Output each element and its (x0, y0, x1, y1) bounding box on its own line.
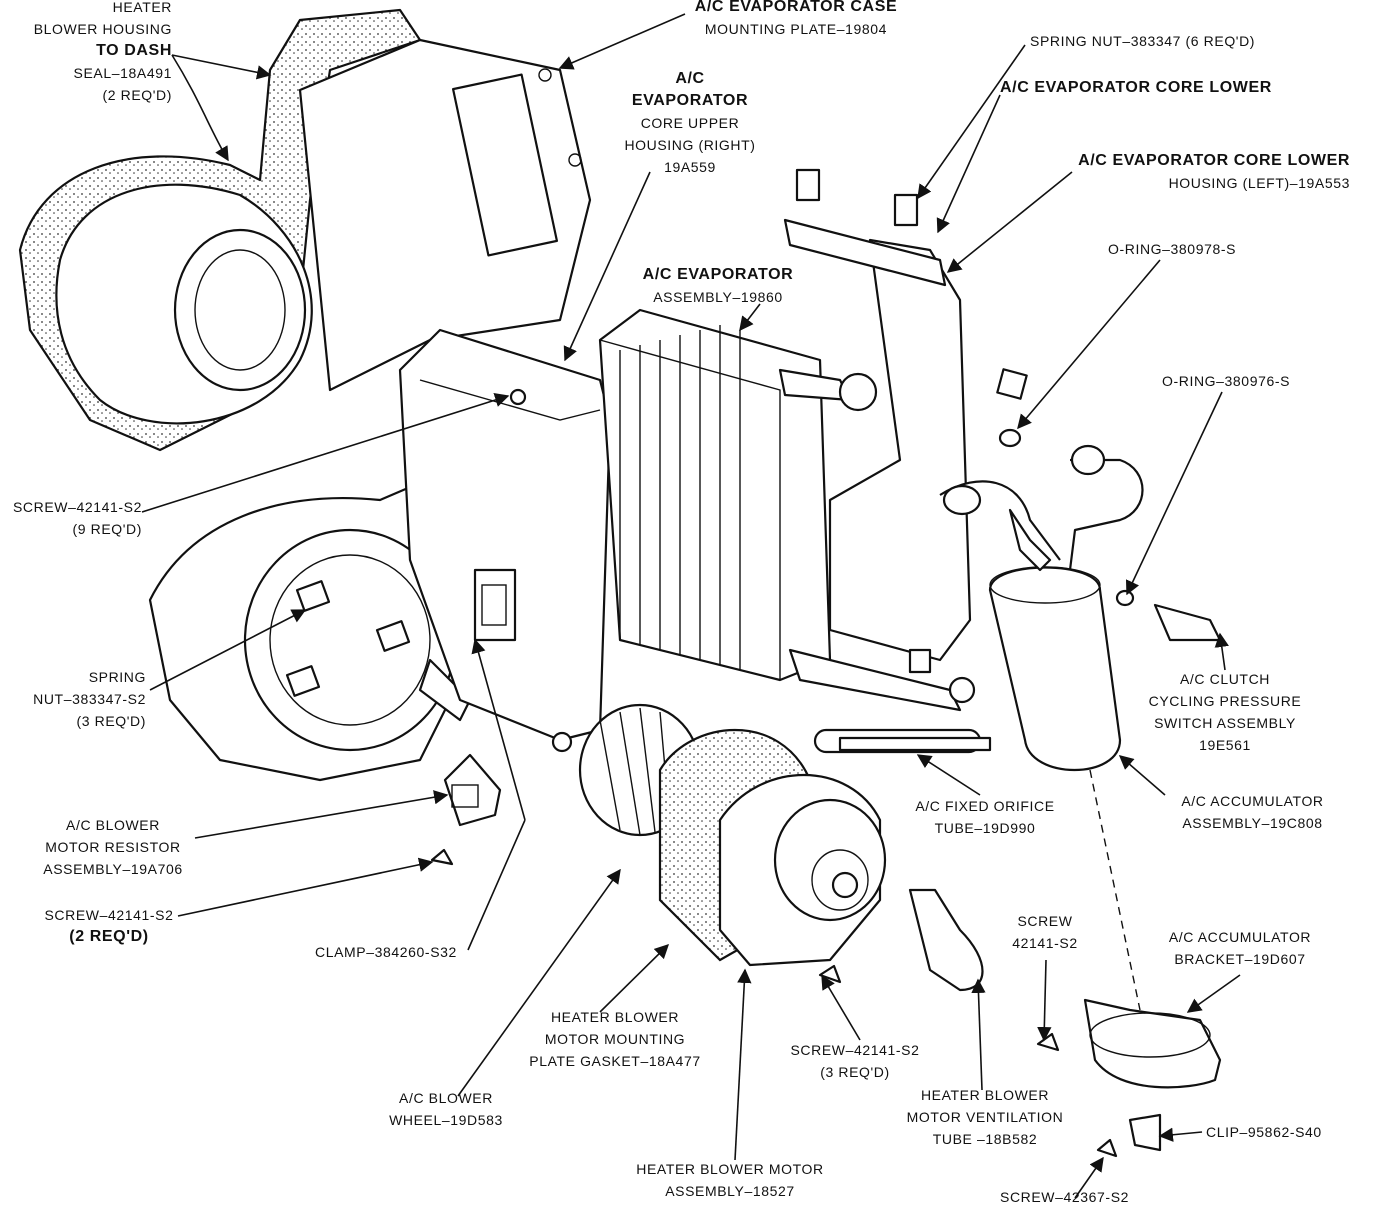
blower-wheel-motor-group (578, 703, 984, 992)
label-line: MOTOR MOUNTING (544, 1031, 686, 1047)
label-line: SCREW–42141-S2 (12, 499, 142, 515)
accumulator-bracket (1083, 998, 1222, 1152)
label-line: A/C EVAPORATOR CORE LOWER (1000, 79, 1272, 96)
label-line: ASSEMBLY–19A706 (43, 861, 183, 877)
label-line: (9 REQ'D) (72, 521, 142, 537)
label-line: CLAMP–384260-S32 (315, 944, 457, 960)
label-line: (2 REQ'D) (69, 928, 149, 945)
label-line: HEATER BLOWER (920, 1087, 1050, 1103)
label-line: ASSEMBLY–19C808 (1182, 815, 1323, 831)
label-line: A/C ACCUMULATOR (1181, 793, 1324, 809)
label-evaporator-assembly: A/C EVAPORATOR ASSEMBLY–19860 (628, 264, 808, 308)
label-line: (3 REQ'D) (76, 713, 146, 729)
label-screw-single: SCREW 42141-S2 (1000, 910, 1090, 954)
label-clamp: CLAMP–384260-S32 (315, 941, 457, 963)
label-line: EVAPORATOR (631, 92, 749, 109)
label-spring-nut-left: SPRING NUT–383347-S2 (3 REQ'D) (0, 666, 146, 732)
label-line: HEATER (112, 0, 172, 15)
label-line: SCREW–42141-S2 (44, 907, 174, 923)
label-oring-380978: O-RING–380978-S (1108, 238, 1236, 260)
fixed-orifice-tube (813, 728, 992, 754)
label-mounting-plate-gasket: HEATER BLOWER MOTOR MOUNTING PLATE GASKE… (515, 1006, 715, 1072)
label-clutch-cycling-switch: A/C CLUTCH CYCLING PRESSURE SWITCH ASSEM… (1140, 668, 1310, 756)
label-line: O-RING–380976-S (1162, 373, 1291, 389)
label-spring-nut-top: SPRING NUT–383347 (6 REQ'D) (1030, 30, 1255, 52)
label-line: CLIP–95862-S40 (1206, 1124, 1322, 1140)
label-accumulator-assembly: A/C ACCUMULATOR ASSEMBLY–19C808 (1160, 790, 1345, 834)
label-line: A/C EVAPORATOR (642, 266, 794, 283)
label-line: ASSEMBLY–18527 (665, 1183, 795, 1199)
label-line: NUT–383347-S2 (33, 691, 146, 707)
label-line: A/C ACCUMULATOR (1168, 929, 1312, 945)
label-line: WHEEL–19D583 (389, 1112, 503, 1128)
label-line: TUBE–19D990 (934, 820, 1036, 836)
label-line: A/C EVAPORATOR CASE (694, 0, 898, 15)
evaporator-lower-housing (783, 168, 1028, 674)
label-line: A/C EVAPORATOR CORE LOWER (1078, 152, 1350, 169)
label-line: PLATE GASKET–18A477 (529, 1053, 701, 1069)
label-blower-motor-resistor: A/C BLOWER MOTOR RESISTOR ASSEMBLY–19A70… (30, 814, 196, 880)
label-line: SCREW–42141-S2 (790, 1042, 920, 1058)
label-core-lower-housing: A/C EVAPORATOR CORE LOWER HOUSING (LEFT)… (1040, 150, 1350, 194)
label-line: A/C FIXED ORIFICE (915, 798, 1055, 814)
label-line: MOTOR RESISTOR (45, 839, 181, 855)
label-line: SCREW–42367-S2 (1000, 1189, 1130, 1205)
label-line: TUBE –18B582 (932, 1131, 1038, 1147)
label-line: 19E561 (1199, 737, 1251, 753)
label-screw-9: SCREW–42141-S2 (9 REQ'D) (0, 496, 142, 540)
heater-blower-housing-upper (18, 8, 592, 452)
label-line: ASSEMBLY–19860 (653, 289, 783, 305)
leader-lines (141, 13, 1241, 1199)
label-evaporator-case-plate: A/C EVAPORATOR CASE MOUNTING PLATE–19804 (680, 0, 912, 40)
label-line: (3 REQ'D) (820, 1064, 890, 1080)
label-line: CYCLING PRESSURE (1148, 693, 1302, 709)
label-line: A/C BLOWER (66, 817, 160, 833)
evaporator-core-assembly (598, 308, 976, 712)
label-line: SPRING NUT–383347 (6 REQ'D) (1030, 33, 1256, 49)
label-line: HEATER BLOWER MOTOR (636, 1161, 824, 1177)
label-line: BRACKET–19D607 (1174, 951, 1306, 967)
label-evaporator-upper-housing: A/C EVAPORATOR CORE UPPER HOUSING (RIGHT… (605, 68, 775, 178)
label-line: TO DASH (96, 42, 172, 59)
label-screw-bottom: SCREW–42367-S2 (1000, 1186, 1129, 1208)
label-screw-2: SCREW–42141-S2 (2 REQ'D) (20, 904, 198, 948)
label-ventilation-tube: HEATER BLOWER MOTOR VENTILATION TUBE –18… (885, 1084, 1085, 1150)
label-line: O-RING–380978-S (1108, 241, 1237, 257)
label-line: 19A559 (664, 159, 716, 175)
label-line: A/C (675, 70, 705, 87)
label-line: SWITCH ASSEMBLY (1154, 715, 1296, 731)
label-blower-motor-assembly: HEATER BLOWER MOTOR ASSEMBLY–18527 (615, 1158, 845, 1202)
label-accumulator-bracket: A/C ACCUMULATOR BRACKET–19D607 (1150, 926, 1330, 970)
label-line: A/C CLUTCH (1179, 671, 1270, 687)
label-line: 42141-S2 (1012, 935, 1078, 951)
accumulator-assembly (939, 428, 1222, 1011)
label-line: A/C BLOWER (399, 1090, 493, 1106)
label-line: SEAL–18A491 (73, 65, 172, 81)
label-line: BLOWER HOUSING (33, 21, 172, 37)
label-line: HOUSING (RIGHT) (624, 137, 756, 153)
heater-blower-housing-lower (148, 468, 472, 782)
label-line: SPRING (88, 669, 146, 685)
label-line: MOTOR VENTILATION (906, 1109, 1064, 1125)
label-blower-wheel: A/C BLOWER WHEEL–19D583 (372, 1087, 520, 1131)
label-blower-housing-seal: HEATER BLOWER HOUSING TO DASH SEAL–18A49… (0, 0, 172, 106)
label-oring-380976: O-RING–380976-S (1162, 370, 1290, 392)
label-line: MOUNTING PLATE–19804 (704, 21, 888, 37)
label-line: CORE UPPER (640, 115, 740, 131)
label-core-lower-1: A/C EVAPORATOR CORE LOWER (1000, 77, 1272, 99)
label-line: (2 REQ'D) (102, 87, 172, 103)
label-line: HEATER BLOWER (550, 1009, 680, 1025)
label-line: HOUSING (LEFT)–19A553 (1168, 175, 1350, 191)
label-line: SCREW (1017, 913, 1073, 929)
label-screw-3: SCREW–42141-S2 (3 REQ'D) (780, 1039, 930, 1083)
label-fixed-orifice-tube: A/C FIXED ORIFICE TUBE–19D990 (895, 795, 1075, 839)
label-clip: CLIP–95862-S40 (1206, 1121, 1322, 1143)
